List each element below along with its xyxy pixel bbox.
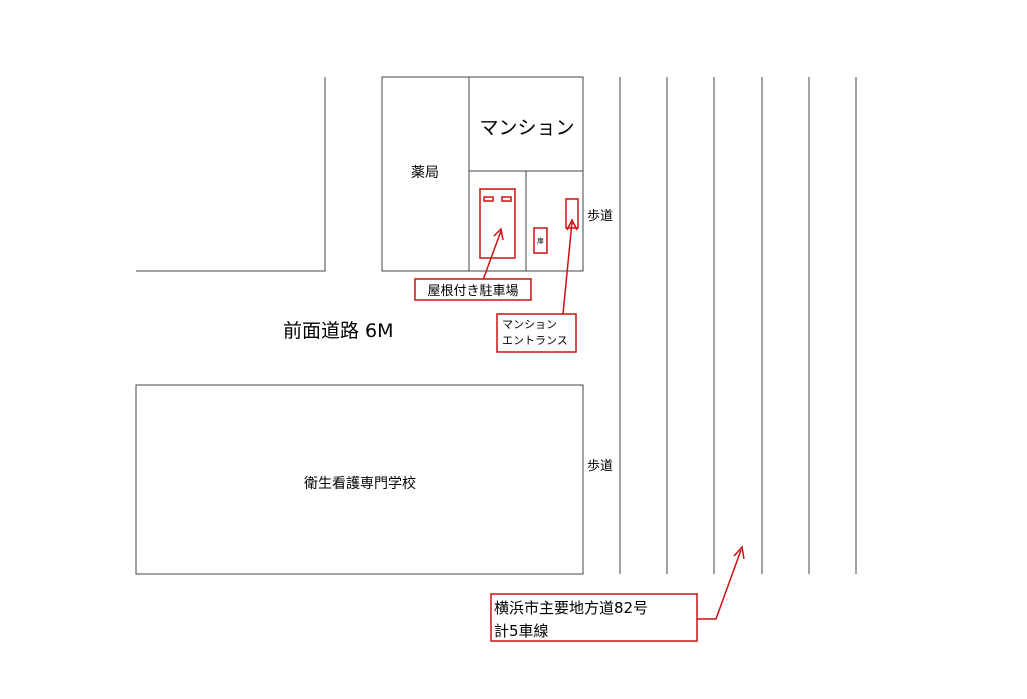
school-building bbox=[135, 384, 584, 575]
entrance-callout: マンション エントランス bbox=[496, 218, 578, 353]
school-label: 衛生看護専門学校 bbox=[304, 475, 416, 492]
front-road-label: 前面道路 6M bbox=[283, 320, 394, 342]
main-road-callout-line1: 横浜市主要地方道82号 bbox=[494, 599, 648, 617]
main-road-callout-line2: 計5車線 bbox=[494, 622, 549, 640]
sidewalk-lower-label: 歩道 bbox=[587, 459, 613, 474]
parking-callout: 屋根付き駐車場 bbox=[414, 227, 532, 301]
parking-car-icon bbox=[479, 188, 516, 259]
parking-callout-label: 屋根付き駐車場 bbox=[427, 284, 518, 299]
building-outline bbox=[381, 76, 584, 272]
left-block-outline bbox=[136, 77, 326, 272]
entrance-callout-line1: マンション bbox=[502, 318, 557, 331]
entrance-callout-line2: エントランス bbox=[502, 334, 568, 347]
main-road-lanes bbox=[619, 77, 857, 574]
sidewalk-upper-label: 歩道 bbox=[587, 209, 613, 224]
main-road-callout: 横浜市主要地方道82号 計5車線 bbox=[490, 545, 745, 642]
door-label: 扉 bbox=[537, 236, 544, 245]
pharmacy-label: 薬局 bbox=[411, 165, 439, 181]
mansion-label: マンション bbox=[479, 117, 574, 139]
door-icon: 扉 bbox=[533, 227, 548, 254]
